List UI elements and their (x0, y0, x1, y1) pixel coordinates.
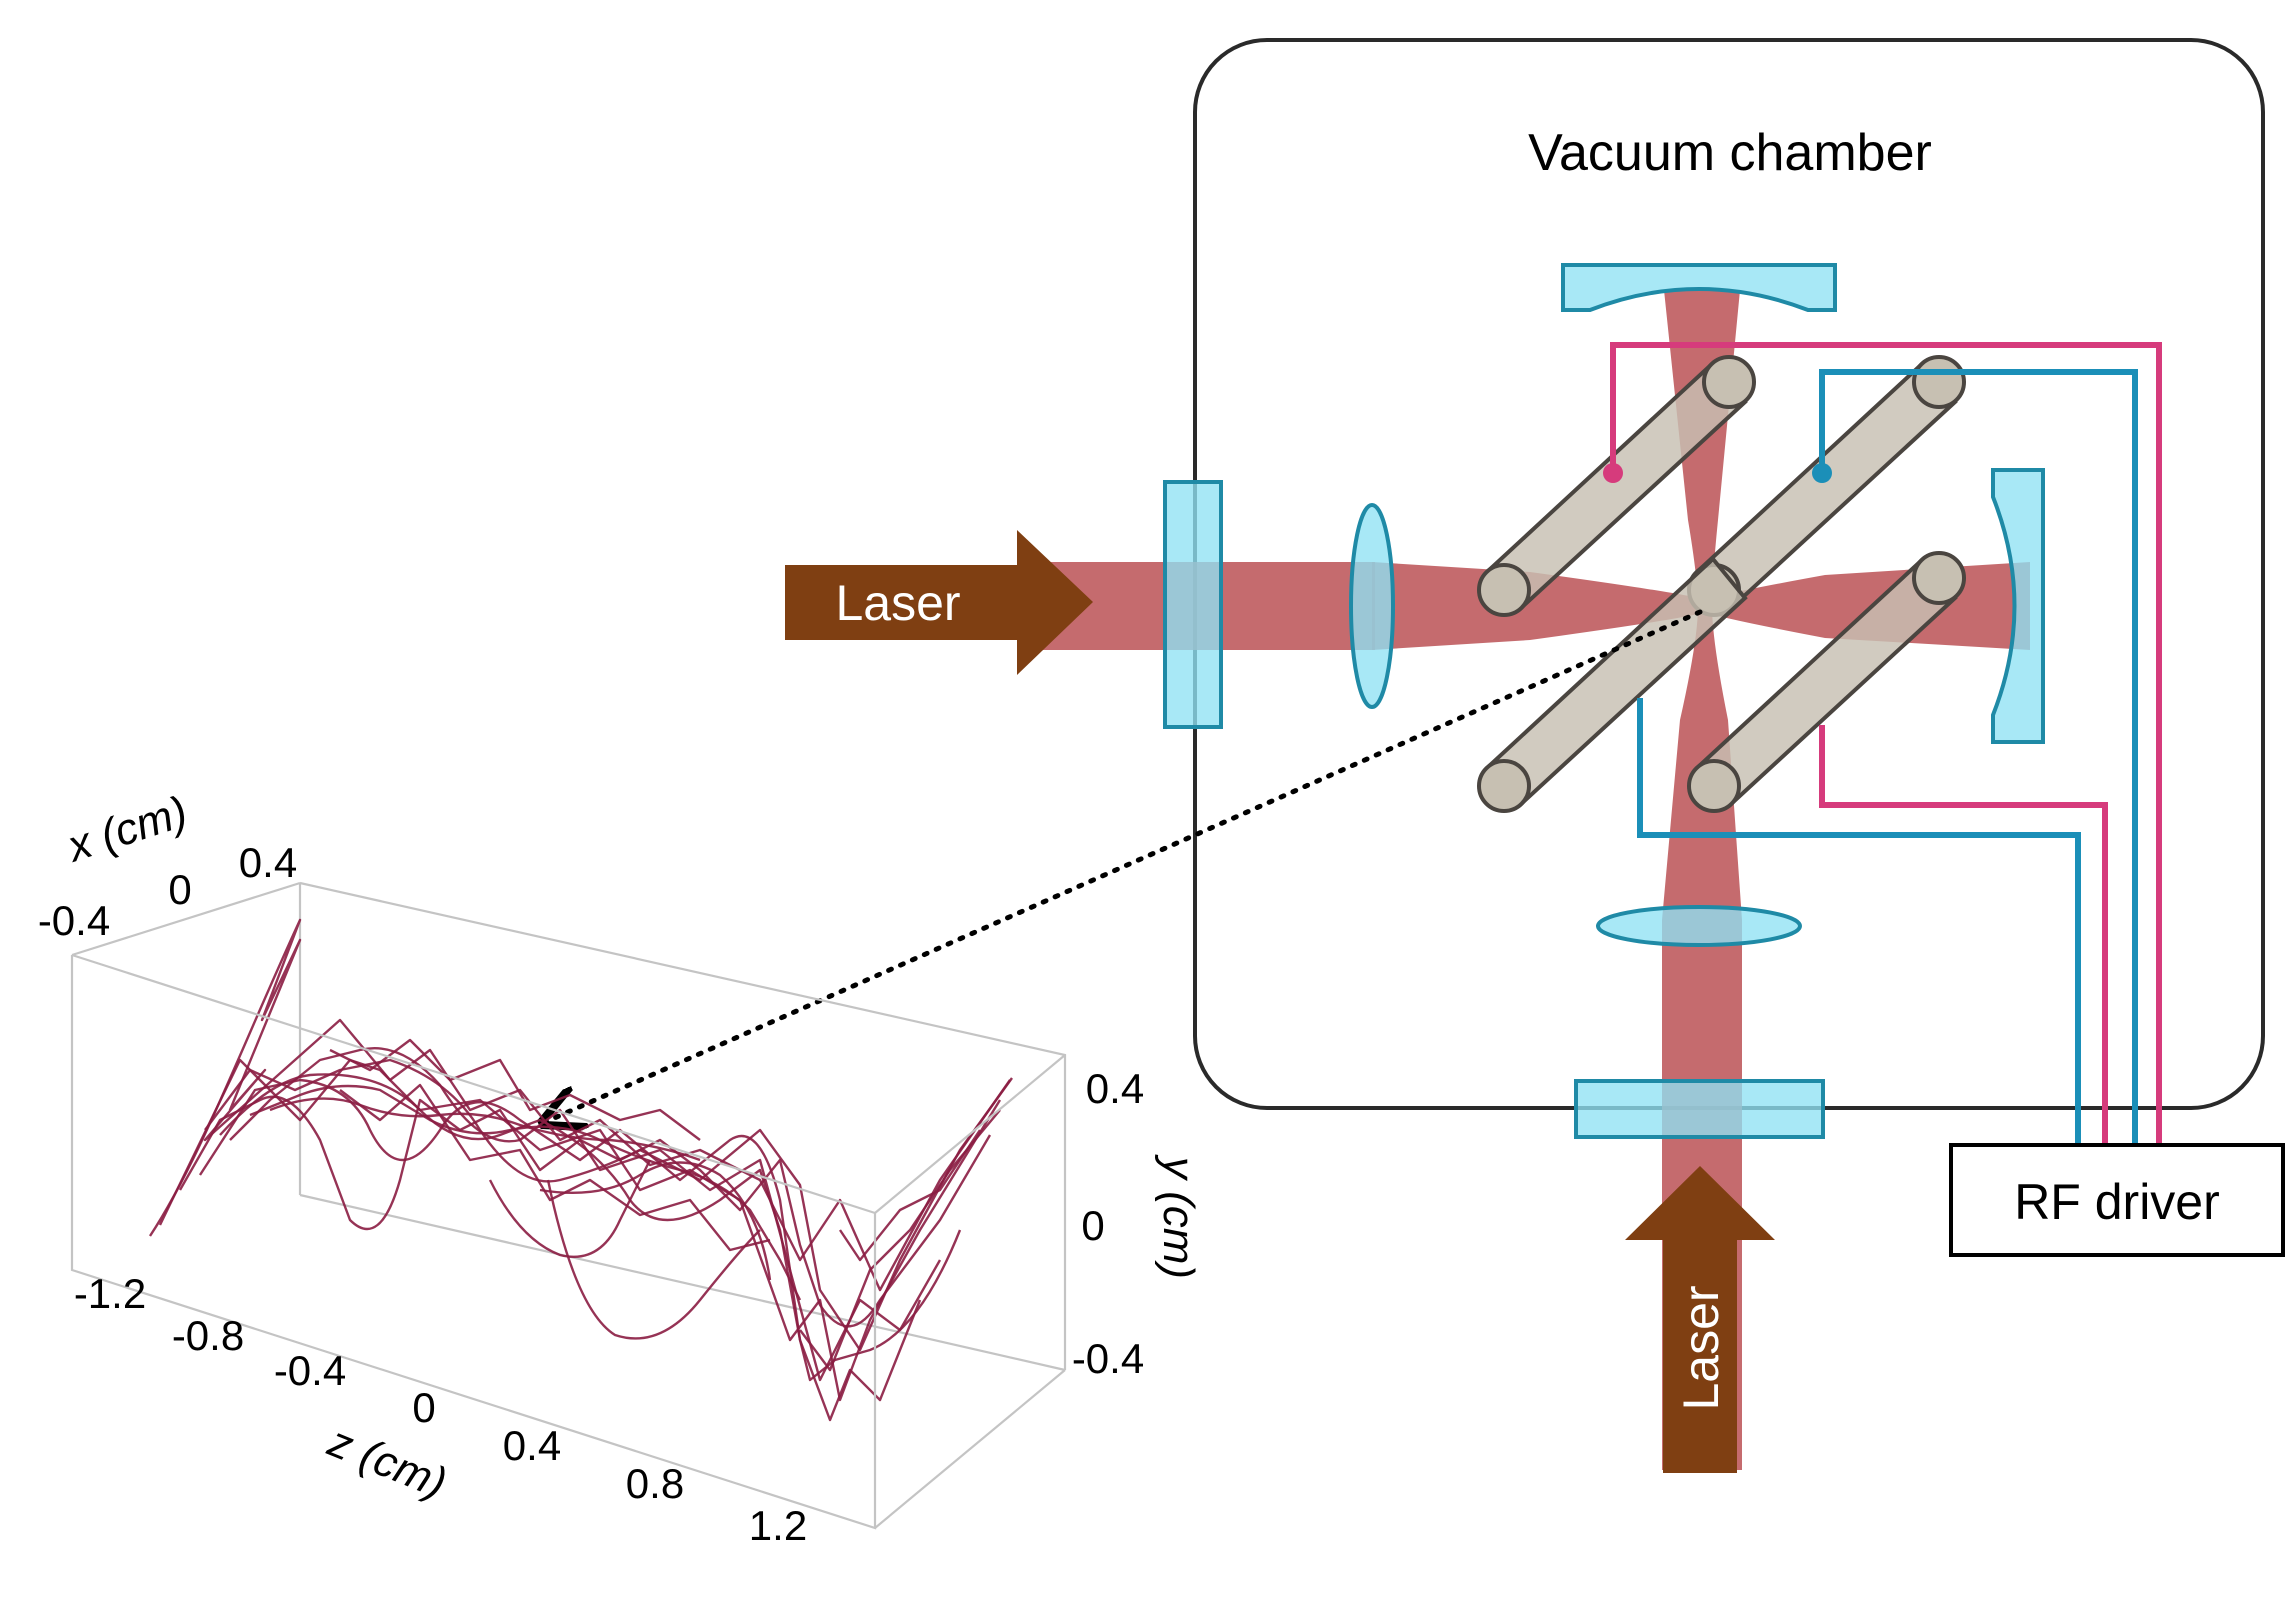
top-cavity-mirror (1561, 263, 1837, 312)
rf-driver-label: RF driver (2014, 1174, 2220, 1230)
z-tick: 0.4 (503, 1422, 561, 1469)
laser-input-vertical: Laser (1625, 1166, 1775, 1473)
x-axis-label: x (cm) (60, 787, 193, 872)
z-tick: 0.8 (626, 1460, 684, 1507)
y-axis-label: y (cm) (1154, 1154, 1203, 1279)
horizontal-window (1163, 480, 1223, 729)
wire-blue-contact (1812, 463, 1832, 483)
laser-input-horizontal: Laser (785, 530, 1093, 675)
z-tick: -1.2 (74, 1270, 146, 1317)
trajectory-plot-3d: x (cm) y (cm) z (cm) -0.4 0 0.4 0.4 0 -0… (38, 787, 1203, 1549)
x-tick: 0.4 (239, 839, 297, 886)
ion-trajectory (148, 918, 1013, 1422)
right-cavity-mirror (1991, 468, 2045, 744)
rod-lower-right (1687, 551, 1966, 813)
x-axis-ticks: -0.4 0 0.4 (38, 839, 297, 944)
wire-pink-contact (1603, 463, 1623, 483)
rf-electrode-rods (1477, 355, 1966, 813)
y-tick: -0.4 (1072, 1335, 1144, 1382)
z-tick: -0.4 (274, 1347, 346, 1394)
zoom-pointer-arrow (543, 609, 1703, 1123)
laser-label-horizontal: Laser (835, 575, 960, 631)
rod-lower-left (1477, 556, 1748, 813)
wire-pink-lower (1819, 725, 2108, 1145)
plot-box-front (70, 881, 1066, 1530)
wire-pink-upper (1610, 342, 2162, 1145)
y-axis-ticks: 0.4 0 -0.4 (1072, 1065, 1144, 1382)
x-tick: 0 (168, 866, 191, 913)
laser-label-vertical: Laser (1673, 1285, 1729, 1410)
laser-arrow-vertical (1625, 1166, 1775, 1473)
wire-blue-upper (1819, 369, 2138, 1145)
laser-arrow-horizontal (785, 530, 1093, 675)
horizontal-focusing-lens (1349, 503, 1395, 709)
vertical-focusing-lens (1596, 905, 1802, 947)
rod-upper-left (1477, 355, 1756, 617)
vertical-window (1574, 1079, 1825, 1139)
z-tick: 0 (412, 1384, 435, 1431)
optics (1163, 263, 2045, 1139)
y-tick: 0 (1081, 1202, 1104, 1249)
wire-blue-lower (1637, 698, 2081, 1145)
rf-wires (1603, 342, 2162, 1145)
y-tick: 0.4 (1086, 1065, 1144, 1112)
vacuum-chamber-label: Vacuum chamber (1528, 124, 1932, 182)
z-tick: -0.8 (172, 1312, 244, 1359)
z-tick: 1.2 (749, 1502, 807, 1549)
z-axis-ticks: -1.2 -0.8 -0.4 0 0.4 0.8 1.2 (74, 1270, 807, 1549)
x-tick: -0.4 (38, 897, 110, 944)
rf-driver-box (1949, 1143, 2285, 1257)
